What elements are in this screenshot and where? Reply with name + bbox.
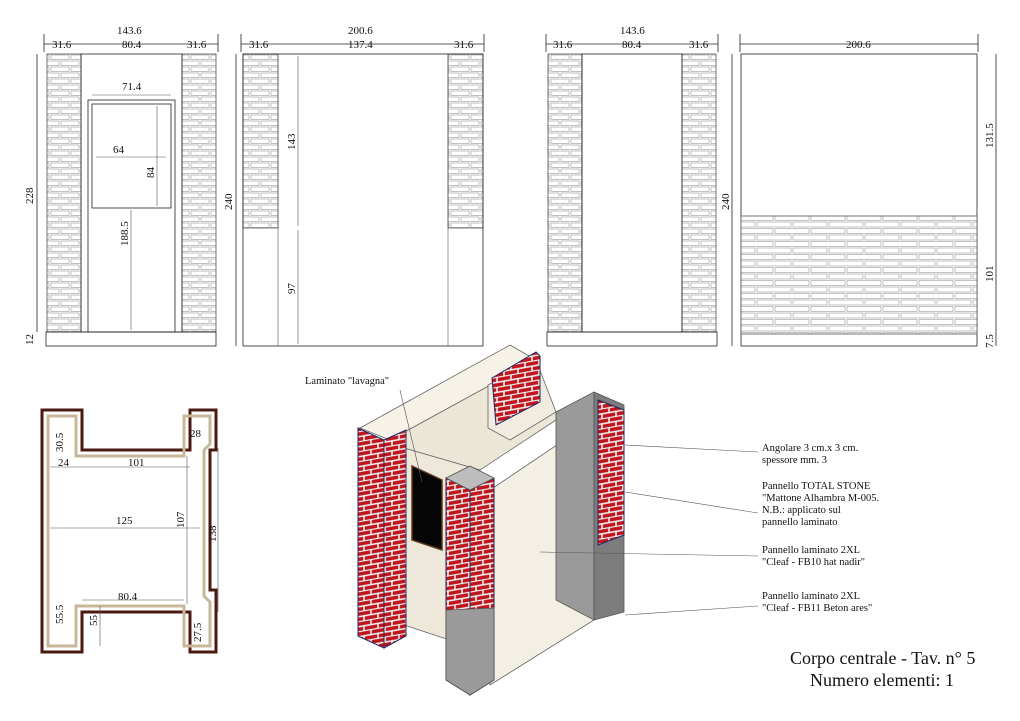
e1-door bbox=[87, 99, 176, 333]
note-stone-1: Pannello TOTAL STONE bbox=[762, 481, 870, 492]
sheet-subtitle: Numero elementi: 1 bbox=[810, 670, 954, 690]
title-block: Corpo centrale - Tav. n° 5 Numero elemen… bbox=[790, 648, 975, 690]
e4-base-dim: 7.5 bbox=[984, 334, 996, 348]
plan-dim-7: 138 bbox=[207, 525, 219, 542]
plan-outline bbox=[40, 408, 218, 654]
e1-door-width-dim: 71.4 bbox=[122, 81, 142, 93]
e2-panel bbox=[242, 53, 484, 347]
e4-upper-dim: 131.5 bbox=[984, 123, 996, 148]
e3-center-panel bbox=[581, 53, 683, 333]
note-angolare-2: spessore mm. 3 bbox=[762, 455, 827, 466]
e1-left-dim: 31.6 bbox=[52, 39, 72, 51]
plan-dim-10: 55 bbox=[88, 615, 100, 627]
e1-height-dim: 228 bbox=[24, 187, 36, 204]
e1-window-height-dim: 84 bbox=[145, 167, 157, 179]
e2-upper-dim: 143 bbox=[286, 133, 298, 150]
note-lam1-2: "Cleaf - FB10 hat nadir" bbox=[762, 557, 865, 568]
e2-left-brick-column bbox=[242, 53, 279, 229]
plan-dim-2: 28 bbox=[190, 428, 202, 440]
plan-dim-1: 30.5 bbox=[54, 432, 66, 452]
plan-dim-3: 24 bbox=[58, 457, 70, 469]
e2-right-brick-column bbox=[447, 53, 484, 229]
e1-window bbox=[91, 103, 172, 209]
e1-mid-dim: 80.4 bbox=[122, 39, 142, 51]
note-angolare-1: Angolare 3 cm.x 3 cm. bbox=[762, 443, 858, 454]
e1-base bbox=[45, 331, 217, 347]
plan-dim-9: 55.5 bbox=[54, 604, 66, 624]
e4-total-dim: 200.6 bbox=[846, 39, 871, 51]
annotations: Laminato "lavagna" Angolare 3 cm.x 3 cm.… bbox=[305, 376, 879, 616]
e2-total-dim: 200.6 bbox=[348, 25, 373, 37]
elevation-2: 200.6 31.6 137.4 31.6 143 97 240 bbox=[223, 25, 485, 347]
e4-lower-dim: 101 bbox=[984, 266, 996, 283]
e3-left-brick-column bbox=[547, 53, 583, 333]
elevation-3: 143.6 31.6 80.4 31.6 bbox=[545, 25, 719, 347]
e3-total-dim: 143.6 bbox=[620, 25, 645, 37]
note-lavagna: Laminato "lavagna" bbox=[305, 376, 389, 387]
e3-left-dim: 31.6 bbox=[553, 39, 573, 51]
iso-left-brick-pillar bbox=[357, 427, 385, 649]
iso-top-brick-pillar bbox=[491, 351, 541, 426]
e1-door-height-dim: 188.5 bbox=[119, 221, 131, 246]
e2-right-dim: 31.6 bbox=[454, 39, 474, 51]
e1-right-dim: 31.6 bbox=[187, 39, 207, 51]
e1-center-panel bbox=[80, 53, 183, 333]
e2-lower-dim: 97 bbox=[286, 283, 298, 295]
e2-left-dim: 31.6 bbox=[249, 39, 269, 51]
plan-dim-8: 80.4 bbox=[118, 591, 138, 603]
note-stone-3: N.B.: applicato sul bbox=[762, 505, 841, 516]
isometric-view bbox=[357, 344, 625, 696]
sheet-title: Corpo centrale - Tav. n° 5 bbox=[790, 648, 975, 668]
e1-base-dim: 12 bbox=[24, 334, 36, 345]
e1-window-width-dim: 64 bbox=[113, 144, 125, 156]
plan-view: 30.5 28 24 101 125 107 138 80.4 55.5 55 … bbox=[40, 408, 219, 654]
e1-left-brick-column bbox=[46, 53, 82, 333]
plan-dim-4: 101 bbox=[128, 457, 145, 469]
e3-mid-dim: 80.4 bbox=[622, 39, 642, 51]
note-stone-2: "Mattone Alhambra M-005. bbox=[762, 493, 879, 504]
elevation-4: 200.6 131.5 101 7.5 240 bbox=[720, 34, 997, 348]
note-stone-4: pannello laminato bbox=[762, 517, 838, 528]
note-lam1-1: Pannello laminato 2XL bbox=[762, 545, 860, 556]
e2-mid-dim: 137.4 bbox=[348, 39, 373, 51]
elevation-1: 143.6 31.6 80.4 31.6 71.4 64 84 188.5 22… bbox=[24, 25, 219, 347]
e3-right-brick-column bbox=[681, 53, 717, 333]
e3-base bbox=[546, 331, 718, 347]
note-lam2-2: "Cleaf - FB11 Beton ares" bbox=[762, 603, 872, 614]
e2-height-dim: 240 bbox=[223, 193, 235, 210]
e3-right-dim: 31.6 bbox=[689, 39, 709, 51]
plan-dim-6: 107 bbox=[175, 511, 187, 528]
e4-panel bbox=[740, 53, 978, 347]
note-lam2-1: Pannello laminato 2XL bbox=[762, 591, 860, 602]
e1-total-dim: 143.6 bbox=[117, 25, 142, 37]
e4-brick-band bbox=[740, 215, 978, 335]
iso-chalkboard bbox=[411, 464, 443, 552]
plan-dim-5: 125 bbox=[116, 515, 133, 527]
e4-height-dim: 240 bbox=[720, 193, 732, 210]
plan-dim-11: 27.5 bbox=[192, 622, 204, 642]
e1-right-brick-column bbox=[181, 53, 217, 333]
